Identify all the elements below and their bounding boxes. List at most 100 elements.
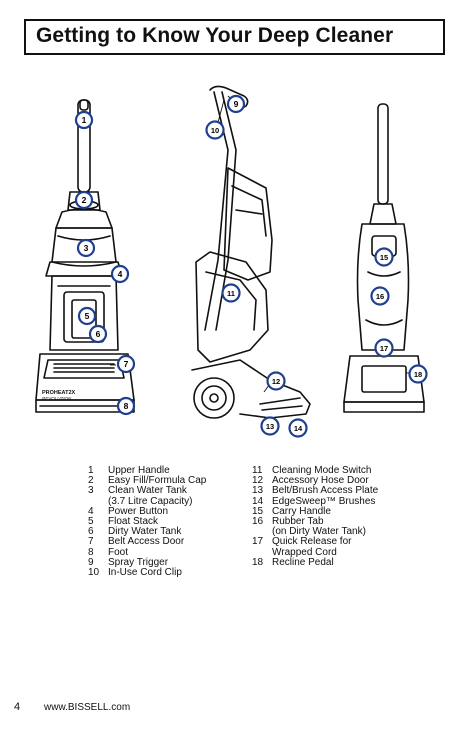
brand-text-1: PROHEAT2X xyxy=(42,390,76,396)
svg-text:10: 10 xyxy=(211,126,219,135)
page-number: 4 xyxy=(14,701,21,713)
legend-number: 8 xyxy=(88,546,94,558)
legend-right-column: 11 Cleaning Mode Switch 12 Accessory Hose … xyxy=(250,465,378,568)
legend-label: Easy Fill/Formula Cap xyxy=(108,475,207,487)
legend-number: 18 xyxy=(252,556,264,568)
legend-row: 7 Belt Access Door xyxy=(86,537,206,547)
callout-13: 13 xyxy=(260,416,280,436)
legend-number: 9 xyxy=(88,556,94,568)
svg-text:11: 11 xyxy=(227,289,235,298)
svg-text:14: 14 xyxy=(294,424,303,433)
legend-row: 11 Cleaning Mode Switch xyxy=(250,465,378,476)
brand-text-2: REVOLUTION xyxy=(42,396,72,401)
svg-text:13: 13 xyxy=(266,422,274,431)
legend-label: Accessory Hose Door xyxy=(272,475,369,487)
svg-text:2: 2 xyxy=(82,195,87,205)
callout-12: 12 xyxy=(266,371,286,391)
side-view-illustration xyxy=(191,85,311,419)
callout-2: 2 xyxy=(74,190,94,210)
deep-cleaner-illustrations: PROHEAT2X REVOLUTION 1 2 3 4 5 6 7 8 9 1… xyxy=(35,85,428,438)
legend-label: Cleaning Mode Switch xyxy=(272,465,372,476)
callout-3: 3 xyxy=(76,238,96,258)
svg-text:9: 9 xyxy=(234,99,239,109)
svg-text:1: 1 xyxy=(82,115,87,125)
svg-text:7: 7 xyxy=(124,359,129,369)
legend-number: 13 xyxy=(252,485,264,497)
callout-16: 16 xyxy=(370,286,390,306)
svg-text:8: 8 xyxy=(124,401,129,411)
legend-label: Power Button xyxy=(108,505,169,517)
svg-text:17: 17 xyxy=(380,344,388,353)
callout-5: 5 xyxy=(77,306,97,326)
svg-text:15: 15 xyxy=(380,253,388,262)
legend-label: Carry Handle xyxy=(272,505,331,517)
legend-row: 4 Power Button xyxy=(86,505,206,517)
legend-row: (on Dirty Water Tank) xyxy=(250,527,378,537)
svg-text:3: 3 xyxy=(84,243,89,253)
legend-row: 10 In-Use Cord Clip xyxy=(86,567,206,579)
legend-number: 4 xyxy=(88,505,94,517)
legend-label: Wrapped Cord xyxy=(272,546,337,558)
legend-label: EdgeSweep™ Brushes xyxy=(272,495,376,507)
legend-number: 2 xyxy=(88,475,94,487)
svg-text:4: 4 xyxy=(118,269,123,279)
legend-number: 15 xyxy=(252,505,264,517)
legend-label: Float Stack xyxy=(108,516,159,528)
legend-label: Belt/Brush Access Plate xyxy=(272,485,379,497)
website-link[interactable]: www.BISSELL.com xyxy=(44,702,131,713)
callout-14: 14 xyxy=(288,418,308,438)
legend-row: 9 Spray Trigger xyxy=(86,556,206,568)
legend-row: 16 Rubber Tab xyxy=(250,516,378,528)
legend-label: Foot xyxy=(108,546,129,558)
legend-row: 15 Carry Handle xyxy=(250,505,378,517)
legend-label: (3.7 Litre Capacity) xyxy=(108,495,193,507)
callout-9: 9 xyxy=(226,94,246,114)
legend-row: 8 Foot xyxy=(86,546,206,558)
front-view-illustration xyxy=(35,99,135,413)
legend-row: (3.7 Litre Capacity) xyxy=(86,495,206,507)
legend-row: 17 Quick Release for xyxy=(250,537,378,547)
callout-10: 10 xyxy=(205,120,225,140)
legend-number: 16 xyxy=(252,516,264,528)
legend-number: 12 xyxy=(252,475,264,487)
svg-text:16: 16 xyxy=(376,292,384,301)
legend-row: 18 Recline Pedal xyxy=(250,556,378,568)
legend-row: Wrapped Cord xyxy=(250,546,378,558)
page-title: Getting to Know Your Deep Cleaner xyxy=(36,24,394,47)
callout-4: 4 xyxy=(110,264,130,284)
legend-label: Quick Release for xyxy=(272,536,352,548)
legend-label: Clean Water Tank xyxy=(108,485,187,497)
callout-1: 1 xyxy=(74,110,94,130)
legend-number: 6 xyxy=(88,526,94,538)
page-title-box: Getting to Know Your Deep Cleaner xyxy=(24,19,445,55)
svg-text:5: 5 xyxy=(85,311,90,321)
legend-number: 17 xyxy=(252,536,264,548)
legend-row: 2 Easy Fill/Formula Cap xyxy=(86,475,207,487)
legend-label: (on Dirty Water Tank) xyxy=(272,526,366,538)
legend-number: 11 xyxy=(252,465,263,476)
legend-label: Rubber Tab xyxy=(272,516,324,528)
legend-number: 7 xyxy=(88,536,94,548)
legend-label: Recline Pedal xyxy=(272,556,334,568)
legend-label: Belt Access Door xyxy=(108,536,185,548)
legend-label: Spray Trigger xyxy=(108,556,169,568)
callout-17: 17 xyxy=(374,338,394,358)
callout-8: 8 xyxy=(116,396,136,416)
svg-text:12: 12 xyxy=(272,377,280,386)
legend-label: In-Use Cord Clip xyxy=(108,567,182,579)
callout-15: 15 xyxy=(374,247,394,267)
legend-number: 1 xyxy=(88,465,94,476)
legend-row: 13 Belt/Brush Access Plate xyxy=(250,486,378,496)
svg-text:18: 18 xyxy=(414,370,422,379)
legend-row: 14 EdgeSweep™ Brushes xyxy=(250,495,378,507)
legend-row: 1 Upper Handle xyxy=(86,465,206,476)
legend-label: Upper Handle xyxy=(108,465,170,476)
legend-number: 10 xyxy=(88,567,100,579)
svg-text:6: 6 xyxy=(96,329,101,339)
legend-number: 14 xyxy=(252,495,264,507)
callout-18: 18 xyxy=(408,364,428,384)
